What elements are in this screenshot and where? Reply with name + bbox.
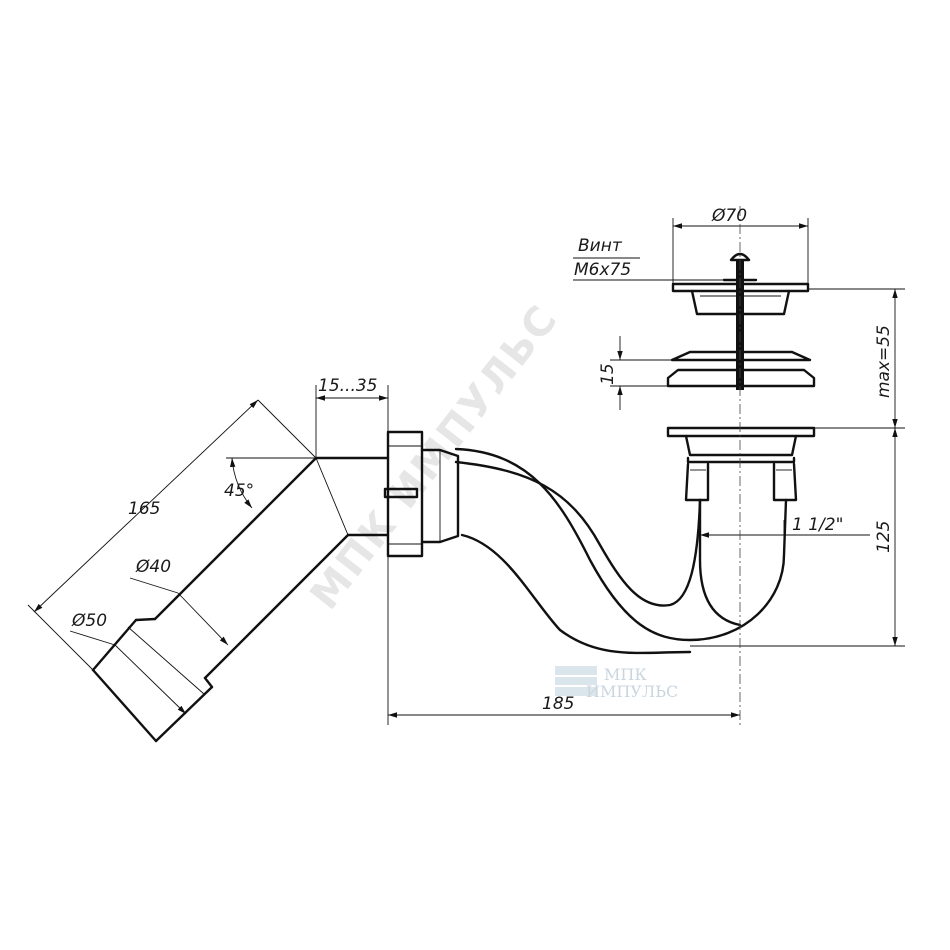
label-thread: 1 1/2" bbox=[792, 515, 843, 535]
logo: МПК ИМПУЛЬС bbox=[555, 665, 678, 701]
label-outlet-offset: 15...35 bbox=[318, 376, 377, 396]
logo-line2: ИМПУЛЬС bbox=[586, 682, 678, 701]
label-drop-height: 125 bbox=[874, 521, 894, 553]
label-pipe-d40: Ø40 bbox=[135, 557, 171, 577]
label-outlet-length: 165 bbox=[128, 499, 160, 519]
label-pipe-d50: Ø50 bbox=[71, 611, 107, 631]
logo-line1: МПК bbox=[604, 665, 647, 684]
union-nut bbox=[386, 430, 424, 558]
label-max-height: max=55 bbox=[874, 325, 894, 398]
lower-flange bbox=[666, 426, 816, 438]
label-width: 185 bbox=[542, 694, 574, 714]
label-overflow-diameter: Ø70 bbox=[711, 206, 747, 226]
label-outlet-angle: 45° bbox=[224, 481, 254, 501]
label-screw-size: M6x75 bbox=[574, 260, 631, 280]
drain-assembly bbox=[666, 252, 816, 502]
trap-body bbox=[383, 430, 788, 655]
label-screw: Винт bbox=[578, 236, 623, 256]
logo-mark bbox=[555, 666, 597, 696]
label-plug-height: 15 bbox=[598, 363, 618, 385]
dimension-lines bbox=[27, 206, 905, 725]
plug-disc bbox=[670, 350, 812, 362]
screw-head bbox=[729, 252, 751, 262]
dimension-labels: Ø70 Винт M6x75 15 max=55 1 1/2" 125 185 … bbox=[71, 206, 894, 714]
screw-shank bbox=[736, 260, 744, 390]
